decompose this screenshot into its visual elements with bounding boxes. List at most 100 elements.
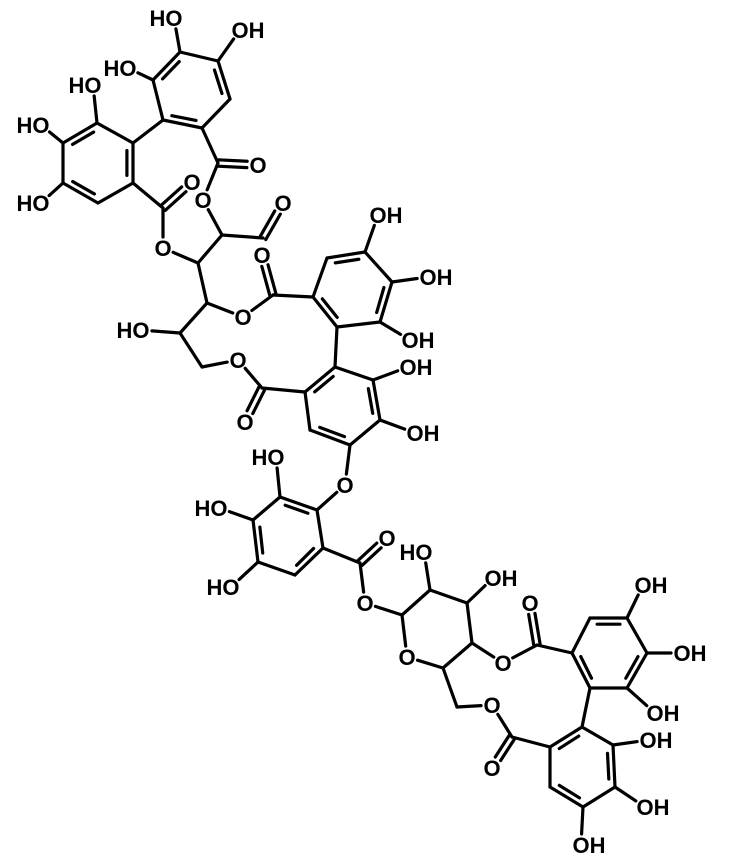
aromatic-double-bond <box>212 68 224 96</box>
oxygen-label: O <box>183 170 200 195</box>
oxygen-label: O <box>154 236 171 261</box>
single-bond <box>250 293 275 313</box>
ring-bond <box>200 97 232 130</box>
hydroxyl-label: HO <box>117 318 150 343</box>
single-bond <box>363 223 376 254</box>
ring-bond <box>303 390 312 432</box>
ring-bond <box>335 320 382 329</box>
oxygen-label: O <box>236 410 253 435</box>
aromatic-double-bond <box>557 734 581 751</box>
hydroxyl-label: OH <box>640 728 673 753</box>
carbonyl-double-bond <box>258 209 277 239</box>
oxygen-label: O <box>194 188 211 213</box>
single-bond <box>150 329 182 335</box>
ring-bond <box>325 250 367 260</box>
oxygen-label: O <box>483 756 500 781</box>
single-bond <box>260 386 307 394</box>
hydroxyl-label: OH <box>485 566 518 591</box>
ring-bond <box>311 256 329 299</box>
single-bond <box>390 276 419 284</box>
single-bond <box>510 735 552 749</box>
hydroxyl-label: HO <box>195 496 228 521</box>
carbonyl-double-bond <box>216 164 249 170</box>
single-bond <box>424 561 432 592</box>
single-bond <box>196 233 224 265</box>
single-bond <box>428 588 469 605</box>
carbonyl-double-bond <box>356 541 379 563</box>
carbonyl-double-bond <box>360 546 383 567</box>
single-bond <box>373 604 404 617</box>
ring-bond <box>161 118 204 130</box>
aromatic-double-bond <box>605 751 611 781</box>
single-bond <box>131 181 165 210</box>
aromatic-double-bond <box>366 387 375 415</box>
oxygen-label: O <box>483 693 500 718</box>
carbonyl-double-bond <box>266 263 278 296</box>
single-bond <box>178 331 204 369</box>
single-bond <box>415 658 445 670</box>
oxygen-label: O <box>249 153 266 178</box>
ring-bond <box>96 181 135 205</box>
ring-bond <box>371 378 382 422</box>
hydroxyl-label: OH <box>635 573 668 598</box>
aromatic-double-bond <box>557 783 582 800</box>
aromatic-double-bond <box>71 179 96 196</box>
hydroxyl-label: OH <box>370 203 403 228</box>
carbonyl-double-bond <box>533 611 542 647</box>
hydroxyl-label: OH <box>232 18 265 43</box>
single-bond <box>470 641 496 659</box>
ring-bond <box>611 743 617 789</box>
hydroxyl-label: OH <box>674 641 707 666</box>
ring-bond <box>151 50 182 82</box>
oxygen-label: O <box>253 243 270 268</box>
aromatic-double-bond <box>579 655 594 680</box>
single-bond <box>358 561 366 594</box>
oxygen-label: O <box>336 473 353 498</box>
hydroxyl-label: HO <box>104 56 137 81</box>
single-bond <box>136 71 155 82</box>
aromatic-double-bond <box>294 546 316 567</box>
hydroxyl-label: HO <box>150 6 183 31</box>
aromatic-double-bond <box>313 374 335 394</box>
hydroxyl-label: HO <box>252 445 285 470</box>
single-bond <box>400 613 408 648</box>
hydroxyl-label: HO <box>69 73 102 98</box>
single-bond <box>174 27 182 54</box>
hydroxyl-label: HO <box>17 113 50 138</box>
ring-bond <box>548 785 585 809</box>
hydroxyl-label: OH <box>400 355 433 380</box>
oxygen-label: O <box>274 191 291 216</box>
single-bond <box>200 126 220 165</box>
ring-bond <box>251 518 260 564</box>
ring-bond <box>570 651 592 690</box>
ring-bond <box>178 50 220 63</box>
carbonyl-double-bond <box>163 190 188 212</box>
single-bond <box>275 466 282 499</box>
hydroxyl-label: OH <box>573 833 606 858</box>
carbonyl-double-bond <box>245 384 261 413</box>
oxygen-label: O <box>234 305 251 330</box>
ring-bond <box>256 560 297 577</box>
single-bond <box>378 418 407 431</box>
ring-bond <box>378 280 394 324</box>
single-bond <box>47 181 65 198</box>
single-bond <box>205 301 235 315</box>
single-bond <box>205 161 220 192</box>
single-bond <box>535 643 574 655</box>
ring-bond <box>293 546 325 577</box>
single-bond <box>580 686 592 729</box>
single-bond <box>455 704 483 709</box>
single-bond <box>237 560 260 582</box>
hydroxyl-label: HO <box>17 191 50 216</box>
oxygen-label: O <box>378 526 395 551</box>
ring-bond <box>580 725 615 747</box>
aromatic-double-bond <box>333 257 361 265</box>
single-bond <box>92 94 99 125</box>
ring-bond <box>251 495 282 522</box>
single-bond <box>611 739 639 747</box>
ring-bond <box>363 250 394 284</box>
hydroxyl-label: OH <box>647 701 680 726</box>
ring-bond <box>548 725 584 749</box>
ring-bond <box>333 365 375 382</box>
